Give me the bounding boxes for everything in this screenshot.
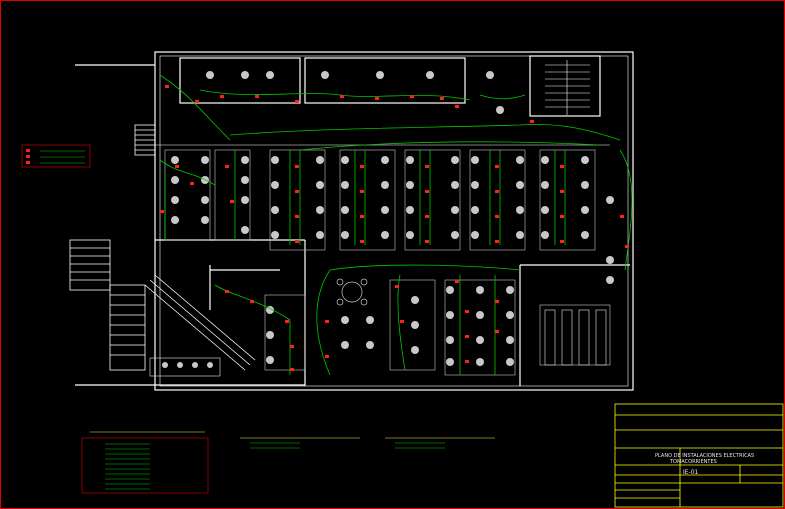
electrical-circuits	[159, 74, 633, 376]
title-block	[614, 403, 784, 508]
stairs-right	[545, 60, 590, 115]
legend	[21, 144, 91, 168]
cluster-10	[539, 304, 611, 366]
cluster-8	[389, 279, 436, 371]
cluster-6	[539, 149, 596, 251]
circuit-schedule-2	[240, 437, 360, 449]
cluster-3	[339, 149, 396, 251]
cluster-5	[469, 149, 526, 251]
cluster-9	[264, 294, 306, 371]
shelving	[149, 309, 607, 377]
stairs-left	[69, 124, 256, 371]
cluster-1	[164, 149, 251, 241]
outlet-devices	[160, 85, 629, 371]
building-walls	[75, 51, 634, 391]
plan-title-line-2: TOMACORRIENTES	[670, 459, 717, 465]
meeting-table	[336, 278, 368, 306]
workstation-clusters	[164, 149, 611, 376]
sheet-number: IE-01	[683, 469, 699, 476]
cluster-4	[404, 149, 461, 251]
cluster-7	[444, 279, 516, 376]
circuit-schedule-1	[81, 431, 209, 494]
circuit-schedule-3	[385, 437, 495, 449]
plan-title-line-1: PLANO DE INSTALACIONES ELECTRICAS	[655, 453, 755, 459]
chairs	[162, 71, 614, 368]
cluster-2	[269, 149, 326, 251]
